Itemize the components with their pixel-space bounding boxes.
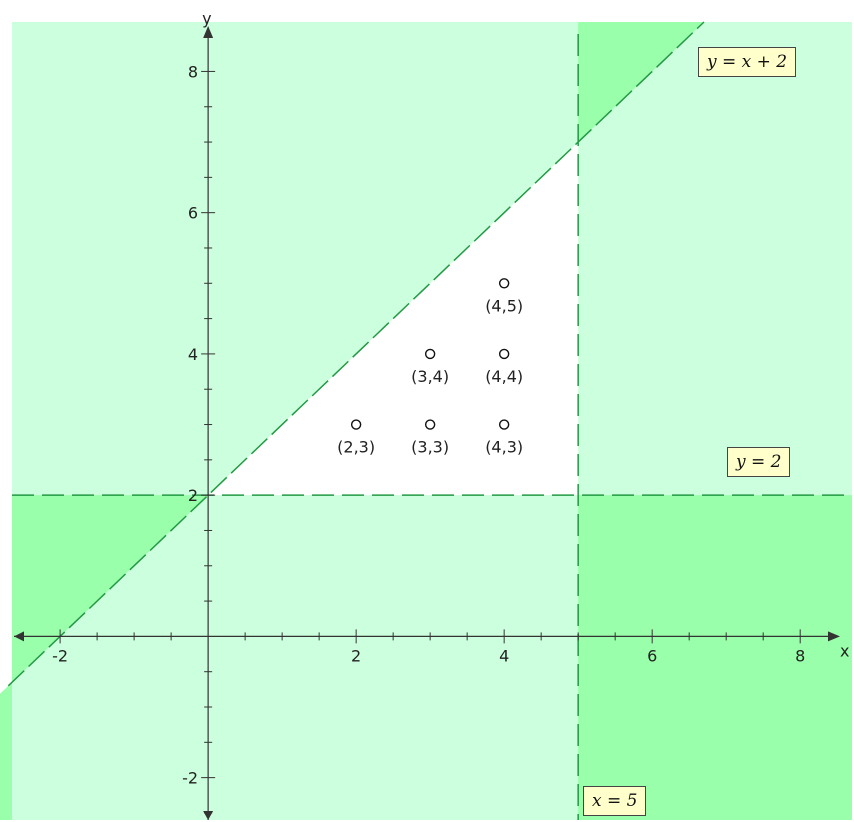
y-tick-label: -2 bbox=[182, 769, 198, 788]
shade-overlap-right bbox=[578, 495, 852, 820]
lattice-point bbox=[498, 419, 510, 430]
y-axis-label: y bbox=[202, 9, 211, 28]
equation-label-x-eq-5: x = 5 bbox=[583, 786, 647, 816]
point-label: (4,5) bbox=[485, 296, 523, 315]
point-label: (3,4) bbox=[411, 367, 449, 386]
lattice-point bbox=[498, 278, 510, 289]
x-tick-label: 4 bbox=[499, 646, 509, 665]
lattice-point bbox=[424, 348, 436, 360]
point-label: (4,3) bbox=[485, 438, 523, 457]
x-axis-label: x bbox=[840, 641, 849, 660]
x-tick-label: 8 bbox=[795, 646, 805, 665]
y-tick-label: 8 bbox=[188, 62, 198, 81]
equation-label-y-eq-2: y = 2 bbox=[727, 447, 791, 477]
axis-ticks: -2 2 4 6 8 -2 2 4 6 8 bbox=[22, 62, 805, 814]
boundary-line-y-eq-x-plus-2 bbox=[7, 21, 705, 687]
point-label: (3,3) bbox=[411, 438, 449, 457]
x-axis-arrow bbox=[828, 631, 840, 642]
x-tick-label: 2 bbox=[351, 646, 361, 665]
point-label: (2,3) bbox=[337, 438, 375, 457]
x-tick-label: -2 bbox=[52, 646, 68, 665]
lattice-point bbox=[498, 348, 510, 360]
point-label: (4,4) bbox=[485, 367, 523, 386]
y-tick-label: 4 bbox=[188, 345, 198, 364]
lattice-point bbox=[350, 419, 362, 430]
lattice-points: (4,5) (3,4) (4,4) (2,3) (3,3) (4,3) bbox=[337, 278, 523, 457]
x-tick-label: 6 bbox=[647, 646, 657, 665]
shaded-regions bbox=[0, 22, 852, 820]
y-tick-label: 2 bbox=[188, 486, 198, 505]
shade-overlap-left bbox=[0, 495, 209, 820]
y-axis-arrow bbox=[203, 26, 214, 38]
lattice-point bbox=[424, 419, 436, 430]
x-axis-arrow-left bbox=[14, 631, 24, 642]
equation-label-y-eq-x-plus-2: y = x + 2 bbox=[698, 47, 797, 77]
y-tick-label: 6 bbox=[188, 204, 198, 223]
boundary-lines bbox=[7, 21, 852, 820]
